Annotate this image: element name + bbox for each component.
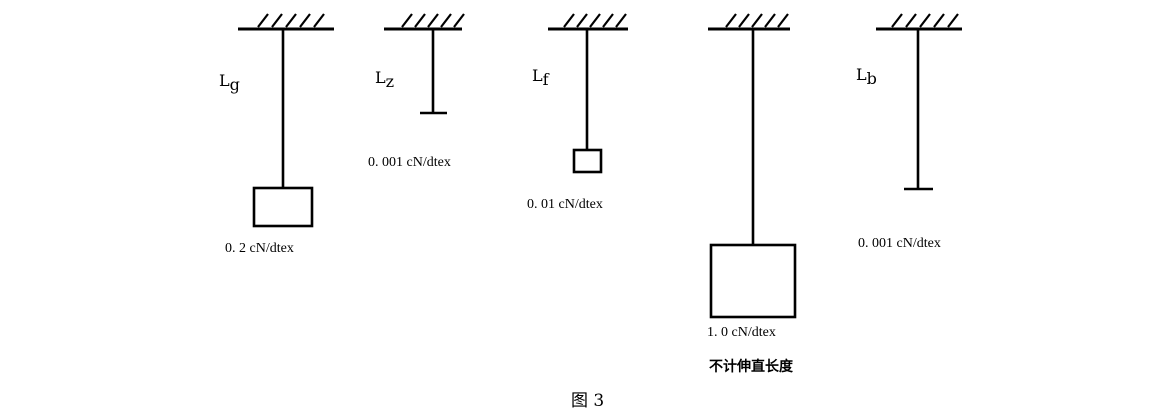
specimen-straight: 1. 0 cN/dtex 不计伸直长度: [707, 13, 797, 375]
length-label-g: Lg: [219, 71, 240, 94]
weight-block-1: [252, 186, 314, 228]
load-label-2: 0. 001 cN/dtex: [368, 155, 451, 170]
ceiling-support-4: [708, 13, 790, 31]
specimen-z: Lz 0. 001 cN/dtex: [368, 13, 465, 170]
ceiling-support-5: [876, 13, 962, 31]
specimen-f: Lf 0. 01 cN/dtex: [527, 13, 628, 212]
length-label-z: Lz: [375, 68, 394, 91]
specimen-g: Lg 0. 2 cN/dtex: [219, 13, 334, 256]
load-label-4: 1. 0 cN/dtex: [707, 325, 776, 340]
load-label-5: 0. 001 cN/dtex: [858, 236, 941, 251]
ceiling-support-1: [238, 13, 334, 31]
ceiling-support-3: [548, 13, 628, 31]
specimen-b: Lb 0. 001 cN/dtex: [856, 13, 962, 251]
load-label-1: 0. 2 cN/dtex: [225, 241, 294, 256]
weight-block-4: [709, 243, 797, 319]
note-label: 不计伸直长度: [709, 358, 794, 375]
length-label-f: Lf: [532, 66, 550, 89]
weight-block-3: [572, 148, 603, 174]
length-label-b: Lb: [856, 65, 877, 88]
ceiling-support-2: [384, 13, 465, 31]
load-label-3: 0. 01 cN/dtex: [527, 197, 603, 212]
figure-caption: 图 3: [571, 391, 604, 411]
